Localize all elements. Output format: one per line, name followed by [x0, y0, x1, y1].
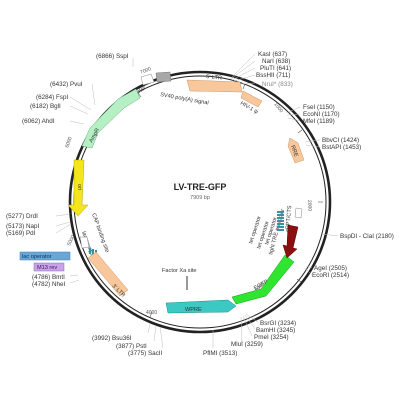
cppt-box [294, 207, 303, 219]
ltr5-label: 5' LTR [206, 74, 222, 82]
site-drdi[interactable]: (5277) DrdI [6, 213, 38, 220]
plasmid-name: LV-TRE-GFP [174, 182, 227, 192]
backbone-outer [68, 70, 332, 334]
sv40-label: SV40 poly(A) signal [160, 92, 209, 106]
site-nhei[interactable]: (4782) NheI [32, 281, 66, 288]
site-bsrgi[interactable]: BsrGI (3234) [260, 320, 296, 327]
factor-xa-label: Factor Xa site [162, 268, 197, 274]
tet-operator-marks [277, 211, 284, 231]
site-fspi[interactable]: (6284) FspI [36, 94, 68, 101]
rre-arrow [287, 137, 305, 164]
plasmid-size: 7909 bp [190, 195, 210, 201]
site-kasi[interactable]: KasI (637) [258, 51, 287, 58]
cppt-label: cPPT/CTS [285, 205, 293, 232]
wpre-label: WPRE [185, 307, 202, 313]
egfp-arrow [231, 254, 295, 305]
site-nrui[interactable]: NruI* (833) [262, 81, 293, 88]
site-pfmi[interactable]: PflMI (3513) [203, 350, 237, 357]
site-ecori[interactable]: EcoRI (2514) [312, 272, 349, 279]
sites-right-1 [285, 106, 301, 122]
ori-arrow [67, 159, 89, 217]
sites-bottom-right [240, 313, 259, 344]
site-bsu36i[interactable]: (3992) Bsu36I [92, 335, 132, 342]
wpre-arrow [165, 299, 237, 314]
ampr-promoter-box [140, 73, 155, 86]
m13-rev-tag [33, 262, 65, 272]
lac-operator-tag [19, 251, 71, 261]
site-mfei[interactable]: MfeI (1189) [303, 118, 335, 125]
cap-label: CAP binding site [90, 213, 110, 254]
site-pvui[interactable]: (6432) PvuI [50, 81, 83, 88]
site-sacii[interactable]: (3775) SacII [128, 350, 163, 357]
site-econi[interactable]: EcoNI (1170) [303, 111, 340, 118]
sites-bottom-left [147, 323, 164, 349]
ltr3-arrow [87, 251, 129, 297]
site-bgli[interactable]: (6182) BglI [30, 103, 61, 110]
site-ahdi[interactable]: (6062) AhdI [22, 118, 55, 125]
tight-tre-arrow [282, 224, 299, 259]
ampr-arrow [81, 88, 141, 149]
sites-left-bottom [69, 274, 80, 284]
site-bmti[interactable]: (4786) BmtI [32, 274, 65, 281]
site-bstapi[interactable]: BstAPI (1453) [322, 144, 361, 151]
ltr5-arrow [186, 79, 243, 93]
sites-left-top [69, 83, 96, 125]
site-agei[interactable]: AgeI (2505) [314, 265, 347, 272]
tick-4000: 4000 [146, 310, 157, 316]
tick-2000: 2000 [306, 200, 312, 212]
site-nari[interactable]: NarI (638) [262, 58, 290, 65]
site-napi[interactable]: (5173) NapI [6, 223, 40, 230]
tick-6000: 6000 [64, 136, 74, 149]
site-bamhi[interactable]: BamHI (3245) [256, 327, 295, 334]
tick-5000: 5000 [66, 234, 76, 247]
tick-1000: 1000 [272, 102, 284, 115]
lac-operator-label: lac operator [22, 254, 52, 260]
sites-right-2 [304, 139, 321, 148]
site-bspdi[interactable]: BspDI - ClaI (2180) [340, 233, 394, 240]
site-bbvci[interactable]: BbvCI (1424) [322, 137, 359, 144]
sites-left-middle [55, 213, 72, 234]
site-phuti[interactable]: PluTI (641) [260, 65, 291, 72]
sv40-box [155, 71, 172, 83]
site-psti[interactable]: (3877) PstI [116, 343, 147, 350]
lac-promoter-box [79, 236, 90, 249]
sites-right-3 [304, 265, 313, 276]
sites-top-right [229, 53, 256, 85]
site-sspi[interactable]: (6866) SspI [96, 53, 129, 60]
ori-label: ori [76, 184, 82, 190]
site-mlui[interactable]: MluI (3259) [231, 341, 263, 348]
lead-bspdi [321, 233, 339, 237]
m13-rev-label: M13 rev [37, 265, 57, 271]
site-bsshii[interactable]: BssHII (711) [256, 72, 291, 79]
rre-label: RRE [289, 145, 299, 158]
hiv1-arrow [240, 90, 263, 108]
tick-7000: 7000 [140, 66, 153, 76]
site-fsei[interactable]: FseI (1150) [303, 104, 335, 111]
site-pdi[interactable]: (5169) PdI [6, 230, 36, 237]
site-pmei[interactable]: PmeI (3254) [254, 334, 289, 341]
